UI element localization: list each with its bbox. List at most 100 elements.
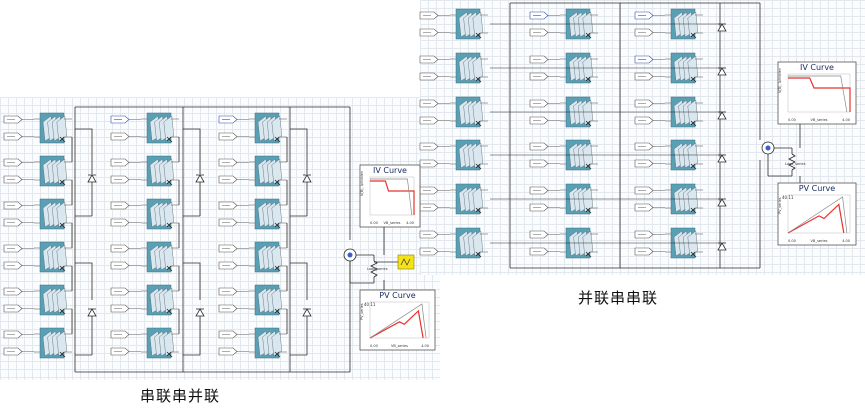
diode-icon — [717, 242, 727, 251]
irradiance-tag — [218, 330, 238, 339]
pv-module — [450, 52, 488, 84]
pv-module — [249, 112, 287, 144]
chart-xmax: 4.00 — [421, 344, 429, 348]
iv-series-b — [370, 178, 413, 216]
temperature-tag — [634, 159, 654, 168]
iv-series-b — [788, 75, 848, 113]
irradiance-tag — [634, 230, 654, 239]
temperature-tag — [3, 175, 23, 184]
left-module — [129, 334, 141, 352]
right-module — [653, 59, 665, 77]
pv-cell — [687, 55, 699, 82]
pv-module — [34, 241, 72, 273]
irradiance-tag — [419, 99, 439, 108]
pv-module — [249, 327, 287, 359]
pv-module — [34, 327, 72, 359]
pv-module — [450, 8, 488, 40]
irradiance-tag — [529, 55, 549, 64]
pv-cell — [271, 244, 283, 271]
diode-wire — [290, 128, 308, 160]
pv-cell — [163, 330, 175, 357]
irradiance-tag — [3, 330, 23, 339]
left-module — [22, 205, 34, 223]
pv-cell — [56, 158, 68, 185]
pv-cell — [472, 99, 484, 126]
irradiance-tag — [218, 201, 238, 210]
pv-lead — [475, 207, 482, 214]
pv-cell — [163, 115, 175, 142]
diode-wire — [290, 262, 308, 300]
load-label: Load_series — [367, 267, 388, 271]
left-module — [22, 162, 34, 180]
diode-body — [195, 308, 205, 317]
irradiance-tag — [634, 186, 654, 195]
right-module — [548, 190, 560, 208]
temperature-tag — [3, 347, 23, 356]
temperature-tag — [419, 203, 439, 212]
chart-title: PV Curve — [379, 291, 416, 300]
diode-body — [717, 23, 727, 32]
pv-module — [34, 284, 72, 316]
left-caption: 串联串并联 — [140, 387, 221, 405]
pv-module — [249, 155, 287, 187]
chart-x0: 0.00 — [788, 118, 796, 122]
irradiance-tag — [110, 158, 130, 167]
pv-cell — [271, 287, 283, 314]
irradiance-tag — [110, 330, 130, 339]
temperature-tag — [529, 159, 549, 168]
irradiance-tag — [3, 115, 23, 124]
pv-lead — [166, 222, 173, 229]
pv-module — [249, 241, 287, 273]
temperature-tag — [110, 175, 130, 184]
pv-lead — [166, 136, 173, 143]
pv-lead — [274, 222, 281, 229]
chart-ylabel: PV_series — [360, 303, 364, 320]
pv-module — [560, 227, 598, 259]
pv-module — [34, 198, 72, 230]
chart-ylabel: V(B), Iphidden — [360, 171, 364, 196]
chart-x0: 0.00 — [370, 344, 378, 348]
pv-module — [450, 96, 488, 128]
pv-lead — [585, 251, 592, 258]
meter-needle — [765, 145, 771, 151]
pv-module — [249, 198, 287, 230]
left-module — [22, 248, 34, 266]
pv-cell — [271, 201, 283, 228]
irradiance-tag — [110, 287, 130, 296]
chart-frame — [359, 289, 436, 351]
diode-body — [717, 154, 727, 163]
irradiance-tag — [419, 186, 439, 195]
pv-lead — [475, 120, 482, 127]
irradiance-tag — [634, 142, 654, 151]
pv-lead — [59, 179, 66, 186]
pv-module — [665, 183, 703, 215]
right-module — [653, 103, 665, 121]
diode-body — [87, 174, 97, 183]
irradiance-tag — [3, 158, 23, 167]
pv-cell — [271, 330, 283, 357]
right-module — [548, 59, 560, 77]
temperature-tag — [419, 247, 439, 256]
pv-series-a — [787, 203, 845, 234]
scope-trace — [400, 258, 411, 266]
left-module — [22, 334, 34, 352]
diode-wire — [183, 262, 201, 300]
pv-module — [450, 139, 488, 171]
diode-body — [717, 67, 727, 76]
scope-icon — [397, 254, 415, 270]
irradiance-tag — [634, 55, 654, 64]
left-module — [237, 248, 249, 266]
chart-ylabel: V(B), Iphidden — [778, 68, 782, 93]
right-caption: 并联串串联 — [578, 289, 659, 307]
right-module — [653, 190, 665, 208]
temperature-tag — [529, 203, 549, 212]
pv-cell — [163, 287, 175, 314]
irradiance-tag — [110, 115, 130, 124]
pv-lead — [166, 351, 173, 358]
irradiance-tag — [218, 287, 238, 296]
left-module — [237, 162, 249, 180]
temperature-tag — [218, 132, 238, 141]
pv-lead — [690, 120, 697, 127]
